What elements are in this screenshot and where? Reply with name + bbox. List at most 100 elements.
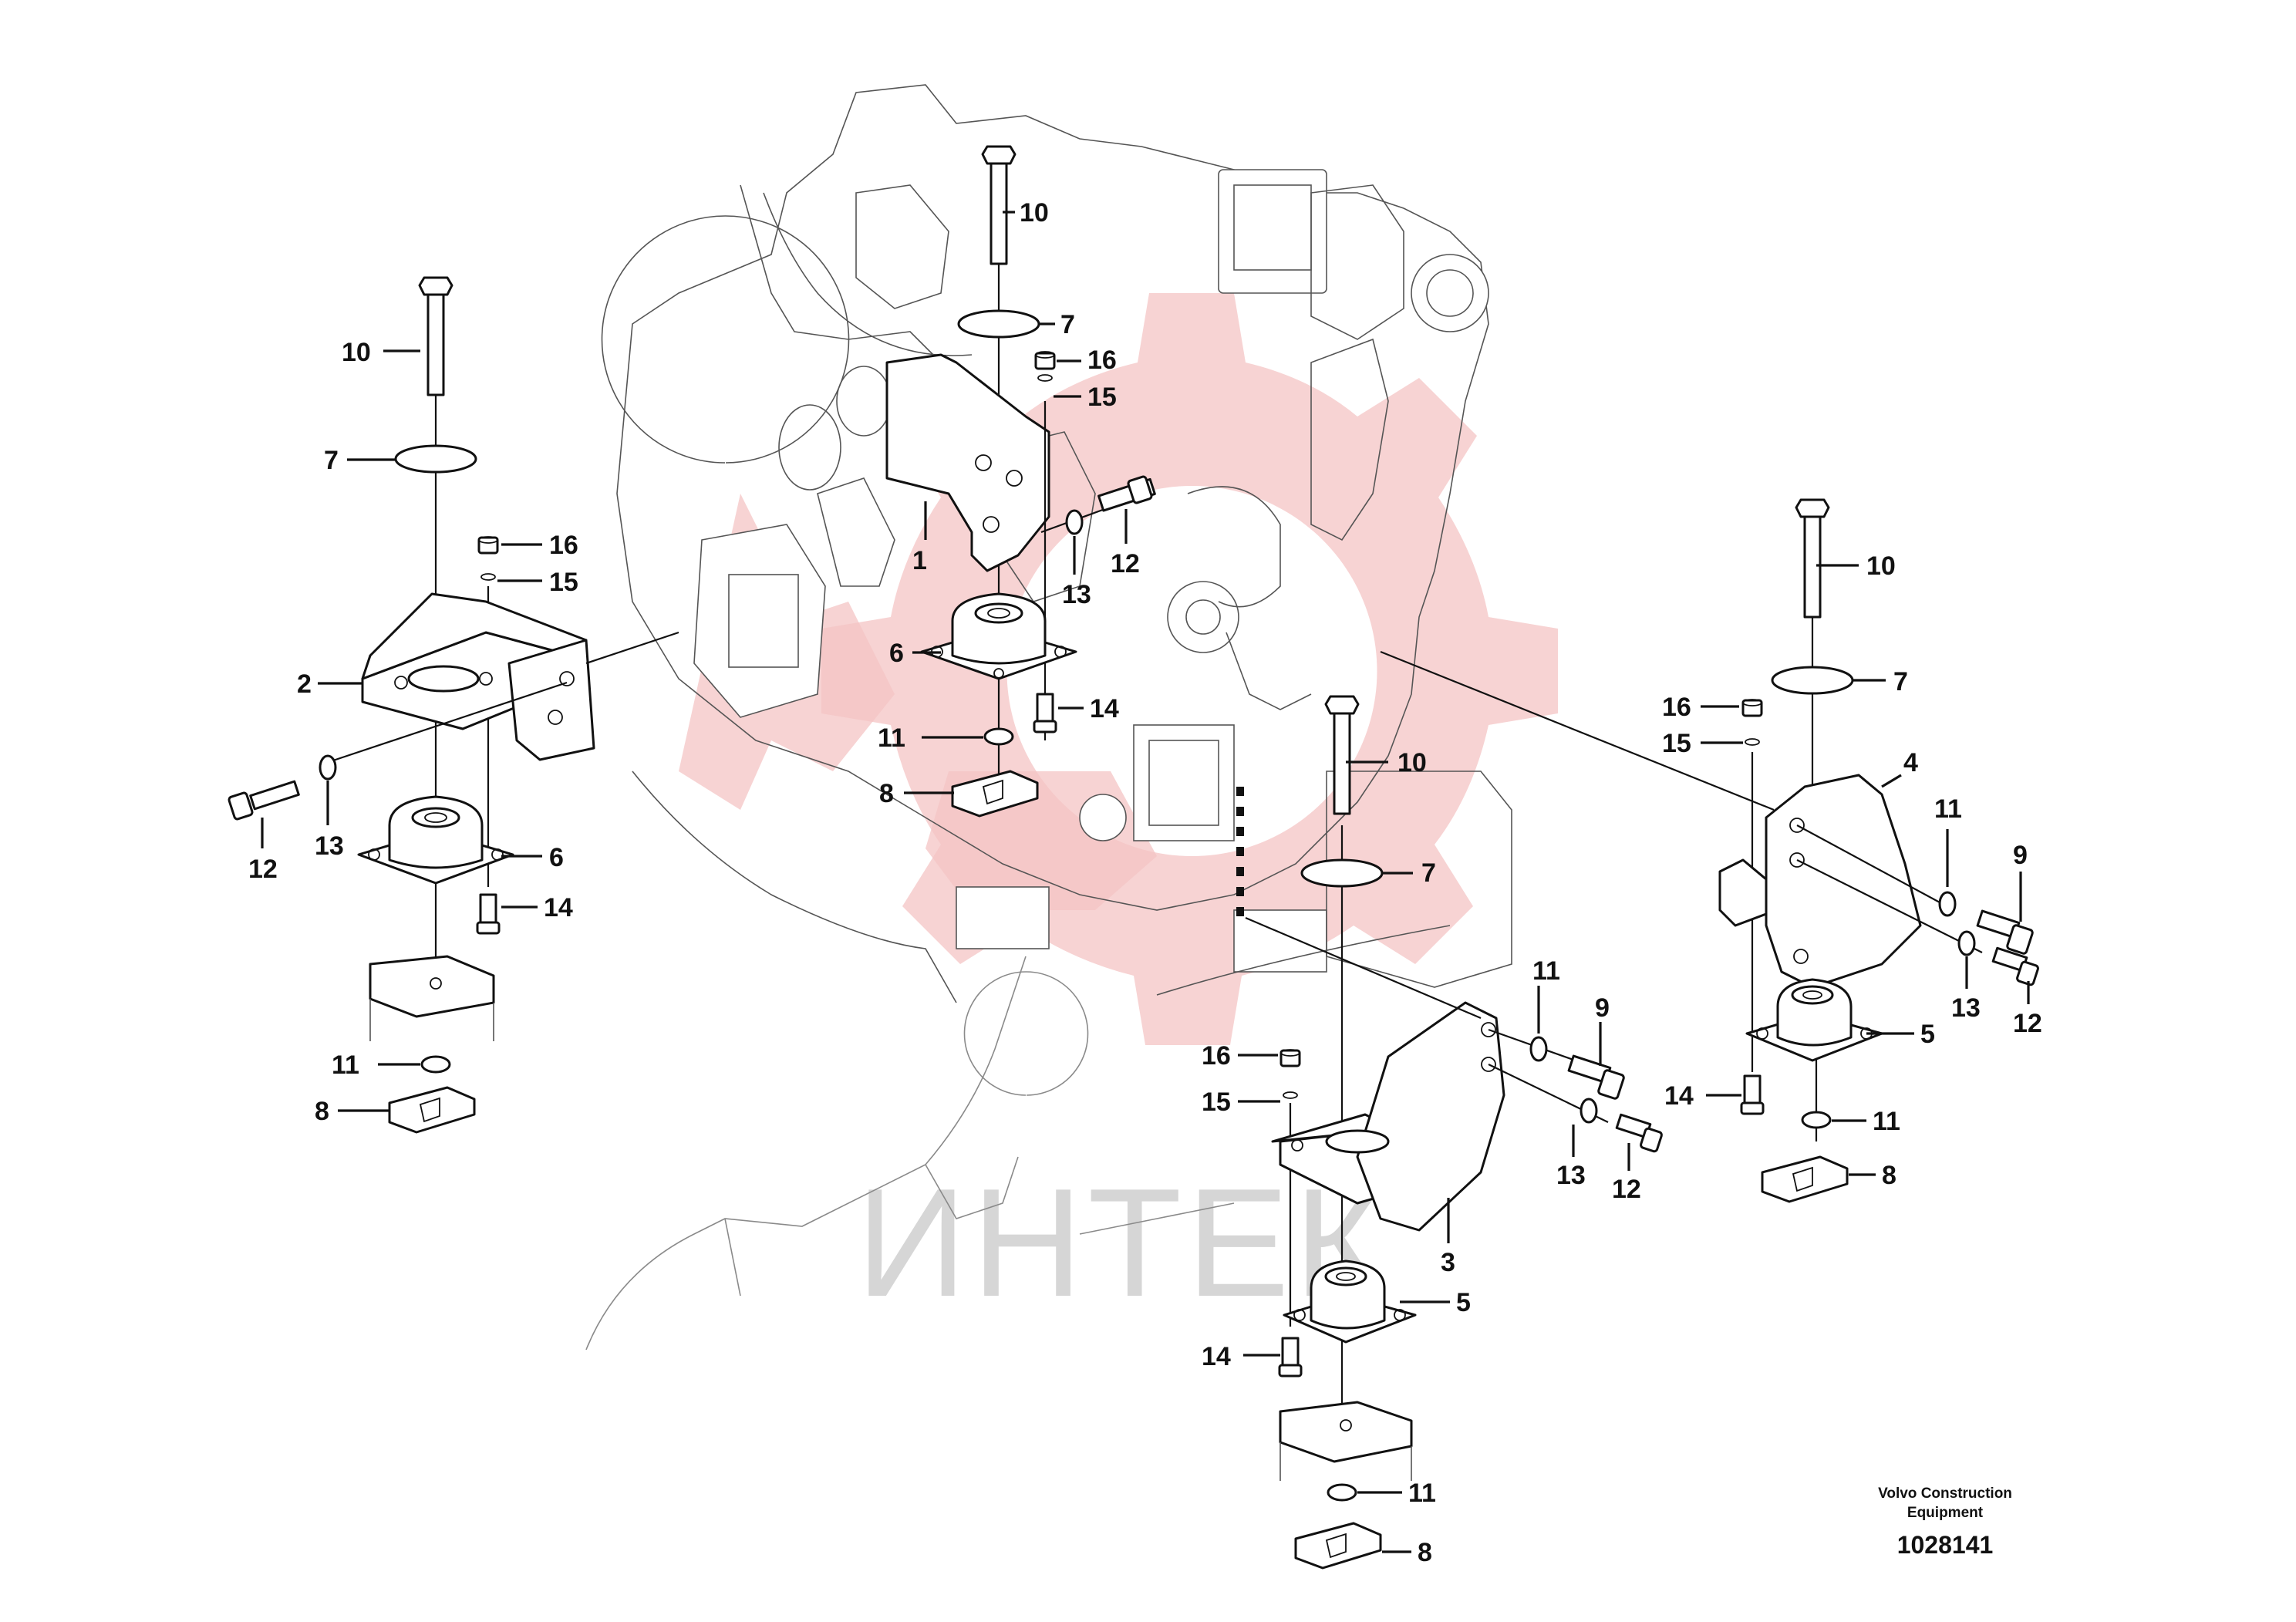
callout-16-b: 16 <box>549 531 578 560</box>
bolt-14-d <box>1740 1074 1765 1115</box>
washer-11-a <box>983 727 1014 746</box>
bolt-9-a <box>1976 909 2034 955</box>
callout-7-b: 7 <box>324 446 339 475</box>
bolt-10-c <box>1324 695 1360 815</box>
callout-16-d: 16 <box>1662 693 1691 722</box>
callout-12-c: 12 <box>1612 1175 1641 1204</box>
callout-16-c: 16 <box>1202 1041 1231 1071</box>
spring-washer-15-a <box>1037 374 1053 382</box>
callout-8-d: 8 <box>1882 1161 1896 1190</box>
bracket-4 <box>1718 774 1922 989</box>
washer-13-b <box>319 754 337 781</box>
clamp-8-c <box>1294 1522 1382 1570</box>
callout-7-d: 7 <box>1893 667 1908 696</box>
callout-5-b: 5 <box>1456 1288 1471 1317</box>
watermark-text: ИНТЕК <box>856 1157 1388 1329</box>
bolt-10-b <box>418 276 453 396</box>
washer-11-c <box>1529 1036 1548 1062</box>
washer-7-d <box>1771 666 1854 695</box>
support-block-b <box>369 955 495 1041</box>
bolt-9-b <box>1567 1054 1625 1100</box>
bolt-12-a <box>1097 475 1156 512</box>
bolt-12-c <box>1615 1113 1663 1153</box>
callout-13-d: 13 <box>1951 993 1981 1023</box>
callout-4: 4 <box>1903 748 1918 777</box>
callout-7-a: 7 <box>1060 310 1075 339</box>
nut-16-b <box>477 536 499 555</box>
callout-15-a: 15 <box>1087 383 1117 412</box>
callout-12-b: 12 <box>248 855 278 884</box>
bracket-1 <box>885 353 1050 572</box>
support-block-c <box>1279 1401 1413 1481</box>
callout-15-b: 15 <box>549 568 578 597</box>
clamp-8-a <box>951 770 1039 818</box>
company-name-line2: Equipment <box>1907 1505 1984 1521</box>
spring-washer-15-b <box>480 573 496 581</box>
spring-washer-15-d <box>1745 738 1760 746</box>
mount-3-assembly: 10 7 11 9 16 15 13 12 3 5 14 11 8 <box>1202 695 1663 1570</box>
callout-12-d: 12 <box>2013 1009 2042 1038</box>
callout-14-b: 14 <box>544 893 573 922</box>
mount-4-assembly: 10 7 16 15 4 11 9 13 12 5 14 11 8 <box>1380 498 2042 1203</box>
washer-11-f <box>1801 1111 1832 1129</box>
callout-14-d: 14 <box>1664 1081 1694 1111</box>
mount-2-assembly: 10 7 16 15 2 13 12 6 14 11 8 <box>228 276 679 1134</box>
rubber-mount-6-b <box>357 795 514 885</box>
engine-block-background <box>585 84 1512 1351</box>
callout-11-d: 11 <box>1408 1479 1436 1508</box>
washer-11-b <box>420 1055 451 1074</box>
callout-13-b: 13 <box>315 831 344 861</box>
washer-7-a <box>957 309 1040 339</box>
washer-7-c <box>1300 858 1384 888</box>
washer-11-e <box>1938 891 1957 917</box>
spring-washer-15-c <box>1283 1091 1298 1099</box>
callout-11-f: 11 <box>1873 1107 1900 1136</box>
callout-13-a: 13 <box>1062 580 1091 609</box>
nut-16-d <box>1741 699 1763 717</box>
callout-1: 1 <box>912 546 927 575</box>
bolt-14-a <box>1033 693 1057 733</box>
bolt-10-a <box>981 145 1017 265</box>
washer-11-d <box>1327 1483 1357 1502</box>
nut-16-c <box>1279 1049 1301 1067</box>
callout-11-a: 11 <box>878 723 905 753</box>
callout-5-a: 5 <box>1920 1020 1935 1049</box>
rubber-mount-5-a <box>1745 978 1883 1062</box>
clamp-8-d <box>1761 1155 1849 1203</box>
callout-10-b: 10 <box>342 338 371 367</box>
callout-8-a: 8 <box>879 779 894 808</box>
callout-11-b: 11 <box>332 1050 359 1080</box>
washer-7-b <box>394 444 477 474</box>
bolt-14-b <box>476 893 501 935</box>
callout-8-b: 8 <box>315 1097 329 1126</box>
callout-11-e: 11 <box>1934 794 1962 824</box>
callout-6-a: 6 <box>889 639 904 668</box>
rubber-mount-5-b <box>1283 1259 1417 1344</box>
callout-10-c: 10 <box>1397 748 1427 777</box>
callout-2: 2 <box>297 669 312 699</box>
drawing-number: 1028141 <box>1897 1531 1994 1559</box>
rubber-mount-6-a <box>920 592 1077 680</box>
callout-15-c: 15 <box>1202 1088 1231 1117</box>
callout-10-d: 10 <box>1866 551 1896 581</box>
company-name-line1: Volvo Construction <box>1878 1485 2012 1502</box>
washer-13-a <box>1065 509 1084 535</box>
bracket-3 <box>1271 1001 1505 1232</box>
clamp-8-b <box>388 1086 476 1134</box>
callout-3: 3 <box>1441 1248 1455 1277</box>
callout-6-b: 6 <box>549 843 564 872</box>
bracket-2 <box>361 592 595 761</box>
callout-8-c: 8 <box>1418 1538 1432 1567</box>
bolt-12-d <box>1991 946 2039 986</box>
bolt-12-b <box>228 780 300 821</box>
callout-15-d: 15 <box>1662 729 1691 758</box>
callout-13-c: 13 <box>1556 1161 1586 1190</box>
washer-13-c <box>1580 1098 1598 1124</box>
mount-1-assembly: 10 7 16 15 1 12 13 6 14 11 8 <box>878 145 1156 818</box>
bolt-10-d <box>1795 498 1830 619</box>
callout-16-a: 16 <box>1087 346 1117 375</box>
callout-10-a: 10 <box>1020 198 1049 228</box>
washer-13-d <box>1957 930 1976 956</box>
callout-9-a: 9 <box>2013 841 2028 870</box>
